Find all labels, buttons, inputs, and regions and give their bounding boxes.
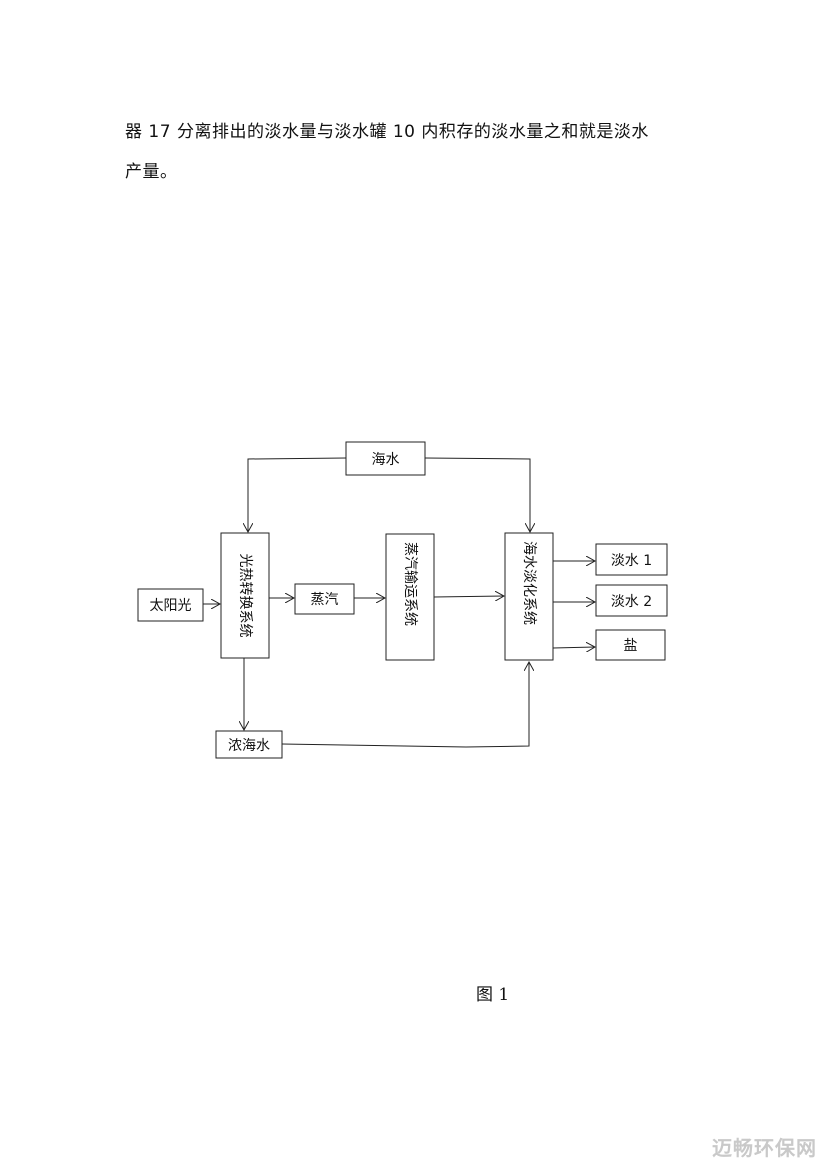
salt-label: 盐 — [624, 638, 638, 654]
watermark-logo: 迈畅环保网 — [712, 1136, 817, 1160]
transport-to-desalination-arrow — [433, 596, 504, 597]
desalination-system-label: 海水淡化系统 — [521, 541, 537, 625]
sunlight-label: 太阳光 — [150, 598, 192, 614]
fresh-water-1-label: 淡水 1 — [611, 553, 652, 569]
solar-thermal-system-label: 光热转换系统 — [237, 554, 254, 638]
paragraph-line-2: 产量。 — [125, 162, 178, 182]
fresh-water-1-box: 淡水 1 — [595, 543, 668, 576]
solar-thermal-system-box: 光热转换系统 — [220, 532, 270, 659]
fresh-water-2-label: 淡水 2 — [611, 594, 652, 610]
seawater-to-desalination-arrow — [424, 457, 530, 532]
seawater-label: 海水 — [372, 452, 400, 468]
seawater-to-solar-arrow — [248, 457, 347, 532]
brine-to-desalination-arrow — [281, 662, 529, 748]
sunlight-box: 太阳光 — [137, 588, 204, 622]
steam-box: 蒸汽 — [294, 583, 355, 615]
paragraph-line-1: 器 17 分离排出的淡水量与淡水罐 10 内积存的淡水量之和就是淡水 — [125, 122, 649, 142]
salt-box: 盐 — [595, 629, 666, 661]
brine-label: 浓海水 — [228, 738, 270, 754]
steam-transport-system-box: 蒸汽输运系统 — [385, 533, 435, 661]
steam-transport-system-label: 蒸汽输运系统 — [402, 542, 418, 626]
brine-box: 浓海水 — [215, 730, 283, 759]
fresh-water-2-box: 淡水 2 — [595, 584, 668, 617]
body-paragraph: 器 17 分离排出的淡水量与淡水罐 10 内积存的淡水量之和就是淡水 产量。 — [125, 112, 725, 192]
desalination-to-salt-arrow — [552, 647, 595, 648]
seawater-box: 海水 — [345, 441, 426, 476]
figure-caption: 图 1 — [476, 985, 510, 1005]
desalination-system-box: 海水淡化系统 — [504, 532, 554, 661]
steam-label: 蒸汽 — [311, 592, 339, 608]
